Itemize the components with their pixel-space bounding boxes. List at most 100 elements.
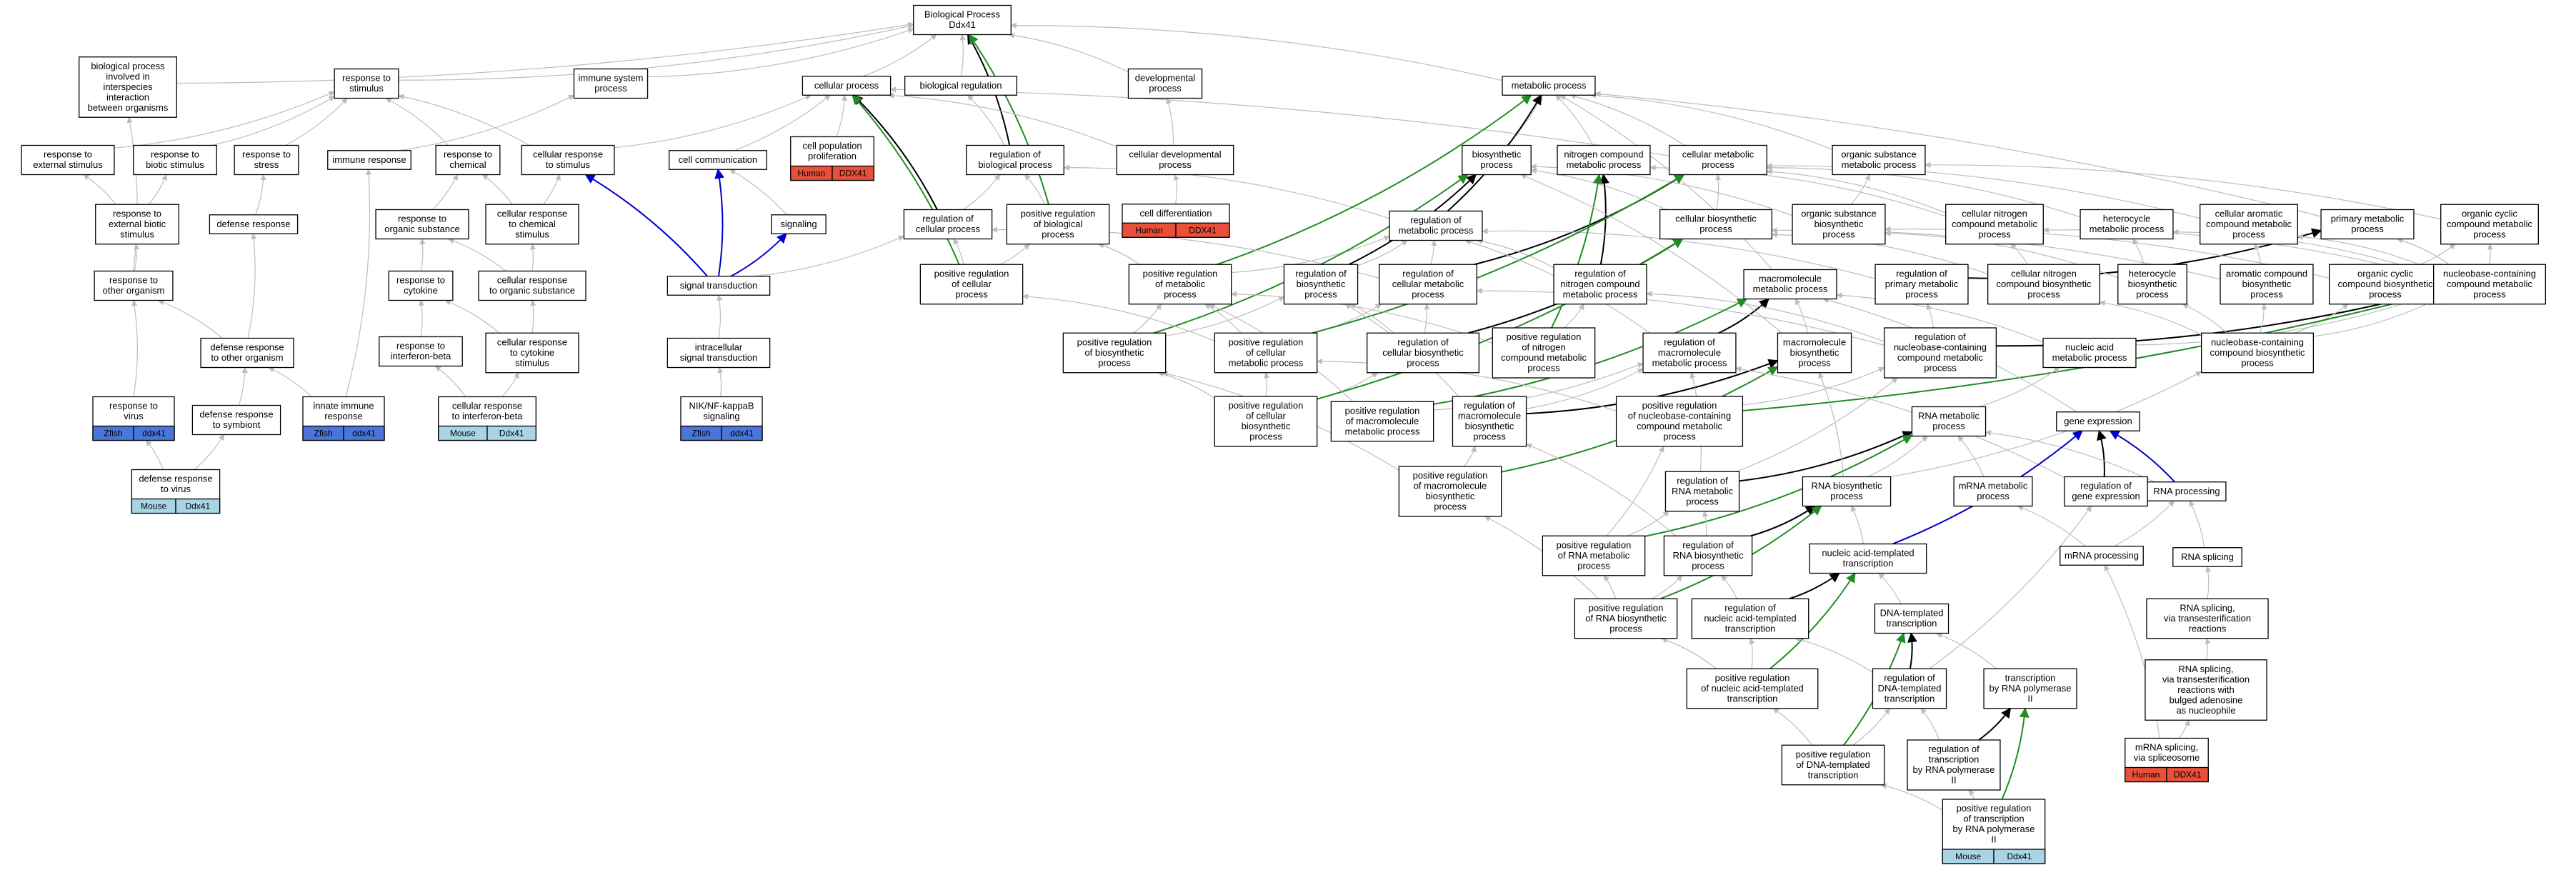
go-term-cell-comm[interactable]: cell communication xyxy=(669,150,767,170)
go-term-bio-reg[interactable]: biological regulation xyxy=(904,76,1018,96)
go-term-rna-splicing[interactable]: RNA splicing xyxy=(2172,547,2242,567)
go-term-metab[interactable]: metabolic process xyxy=(1502,76,1596,96)
go-term-rna-splicing-trans[interactable]: RNA splicing,via transesterificationreac… xyxy=(2146,598,2269,639)
go-term-def-resp[interactable]: defense response xyxy=(209,214,299,234)
go-term-reg-macro-biosyn[interactable]: regulation ofmacromoleculebiosyntheticpr… xyxy=(1452,396,1527,447)
go-term-cell-proc[interactable]: cellular process xyxy=(802,76,892,96)
go-term-gene-expr[interactable]: gene expression xyxy=(2056,411,2140,431)
go-term-rna-splicing-bulged[interactable]: RNA splicing,via transesterificationreac… xyxy=(2145,659,2267,721)
go-term-signaling[interactable]: signaling xyxy=(771,214,827,234)
go-term-mrna-proc[interactable]: mRNA processing xyxy=(2060,546,2144,566)
go-term-sig-trans[interactable]: signal transduction xyxy=(667,276,771,296)
go-term-reg-nuc-metab[interactable]: regulation ofnucleobase-containingcompou… xyxy=(1883,327,1997,379)
go-term-immune-resp[interactable]: immune response xyxy=(327,150,411,170)
